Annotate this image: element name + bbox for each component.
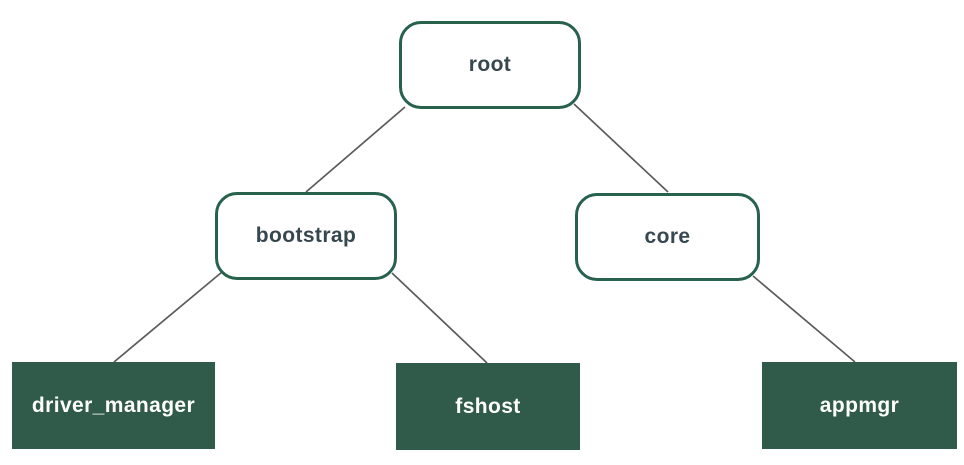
edge-bootstrap-driver-manager (113, 271, 223, 363)
node-appmgr: appmgr (762, 362, 957, 449)
edge-bootstrap-fshost (391, 272, 488, 364)
edge-core-appmgr (752, 275, 856, 363)
node-appmgr-label: appmgr (819, 393, 900, 417)
node-fshost: fshost (396, 363, 580, 450)
node-root-label: root (468, 53, 512, 76)
node-driver-manager-label: driver_manager (31, 393, 196, 417)
node-core-label: core (644, 225, 691, 248)
edge-root-bootstrap (305, 106, 406, 193)
node-fshost-label: fshost (455, 394, 521, 418)
node-bootstrap: bootstrap (215, 192, 397, 280)
node-bootstrap-label: bootstrap (255, 224, 357, 247)
node-root: root (399, 21, 581, 109)
node-core: core (575, 193, 760, 281)
node-driver-manager: driver_manager (12, 362, 215, 449)
edge-root-core (573, 103, 669, 193)
